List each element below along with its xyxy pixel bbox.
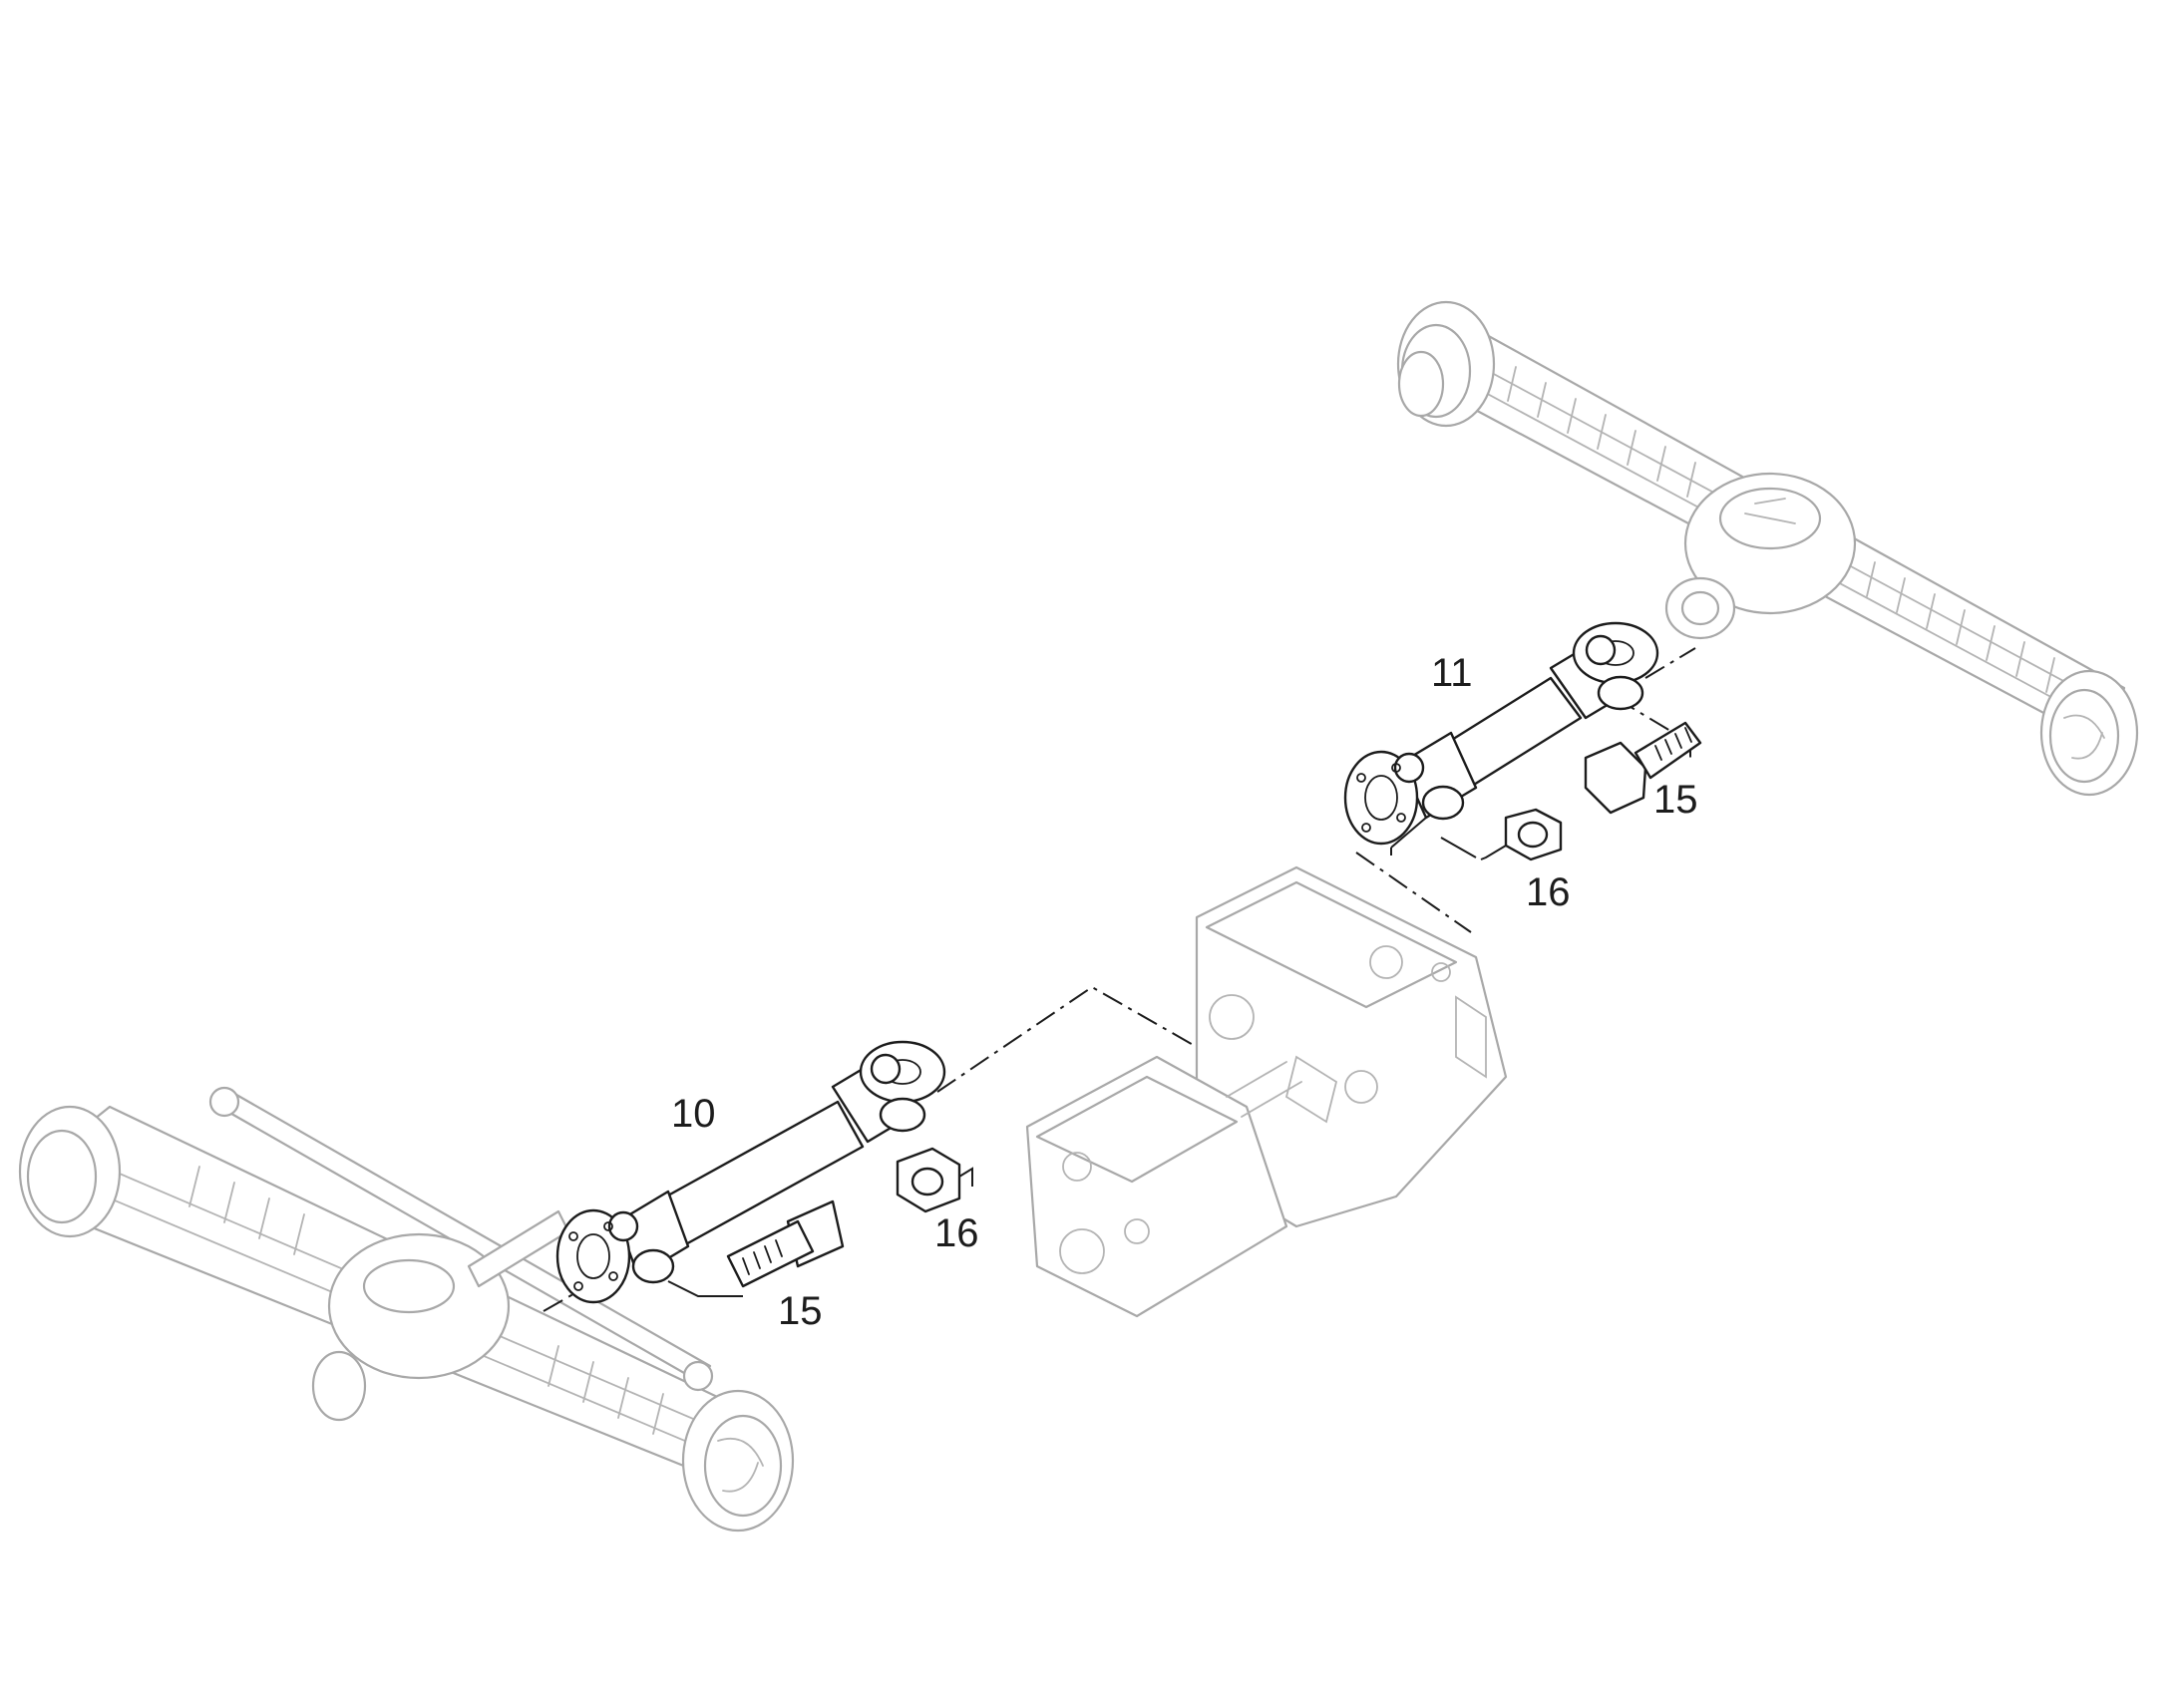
callout-front-shaft: 10 bbox=[671, 1092, 716, 1136]
front-bolt bbox=[726, 1199, 845, 1288]
callout-front-bolt: 15 bbox=[778, 1289, 823, 1333]
callouts: 11 15 16 10 16 15 bbox=[671, 651, 1698, 1333]
leader-lines bbox=[667, 817, 1507, 1297]
rear-propeller-shaft bbox=[1343, 621, 1659, 846]
transmission bbox=[1025, 865, 1508, 1318]
front-propeller-shaft bbox=[555, 1040, 946, 1304]
callout-rear-bolt: 15 bbox=[1653, 778, 1698, 822]
rear-axle bbox=[1396, 300, 2139, 797]
callout-rear-shaft: 11 bbox=[1431, 651, 1473, 695]
rear-nut bbox=[1504, 808, 1563, 861]
front-axle bbox=[18, 1086, 795, 1533]
rear-bolt bbox=[1584, 721, 1702, 815]
callout-front-nut: 16 bbox=[934, 1211, 979, 1255]
front-nut bbox=[896, 1147, 961, 1213]
callout-rear-nut: 16 bbox=[1526, 870, 1571, 914]
